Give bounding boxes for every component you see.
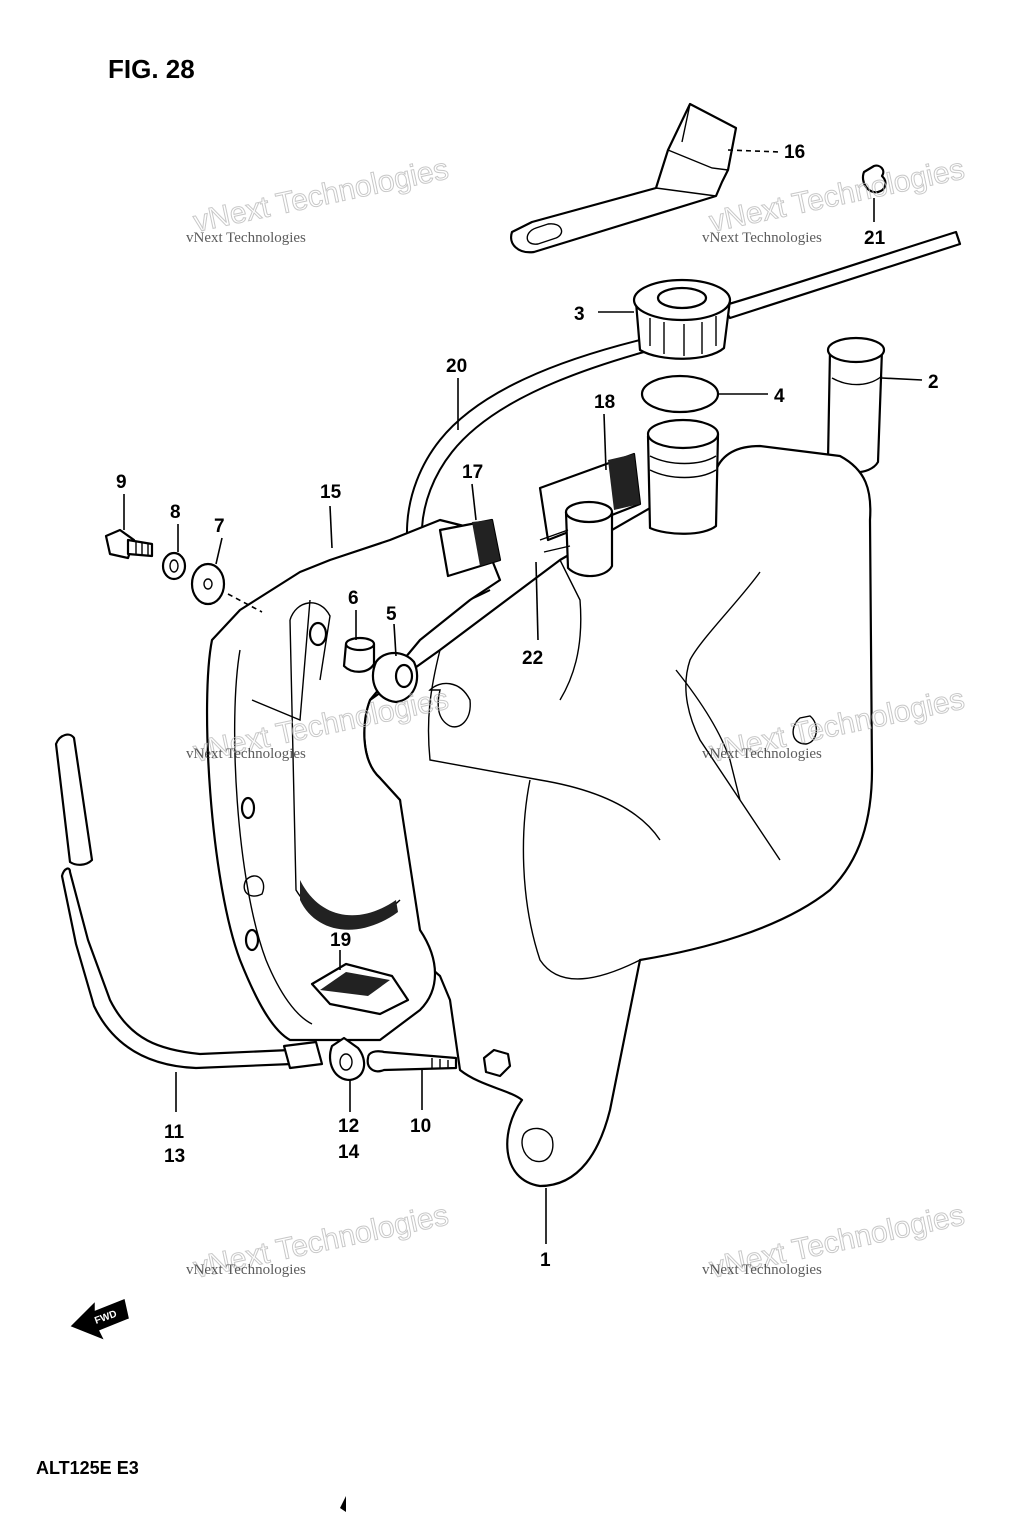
side-cover — [205, 518, 502, 1042]
cap-gasket — [640, 374, 720, 414]
callout-22: 22 — [522, 648, 543, 669]
callout-21: 21 — [864, 228, 886, 249]
forward-arrow: FWD — [70, 1298, 129, 1340]
callout-19: 19 — [330, 930, 351, 951]
callout-1: 1 — [540, 1250, 551, 1271]
callout-9: 9 — [116, 472, 127, 493]
washer-7 — [190, 562, 226, 606]
callout-12: 12 — [338, 1116, 359, 1137]
callout-2: 2 — [928, 372, 939, 393]
callout-17: 17 — [462, 462, 483, 483]
tank-strip — [538, 452, 642, 542]
watermark-small: vNext Technologies — [702, 230, 822, 246]
watermark-small: vNext Technologies — [186, 1262, 306, 1278]
callout-5: 5 — [386, 604, 397, 625]
callout-labels: 16 21 3 4 2 18 20 17 15 9 8 7 6 5 22 19 … — [116, 142, 939, 1271]
callout-3: 3 — [574, 304, 585, 325]
hose-fitting — [539, 500, 614, 578]
callout-10: 10 — [410, 1116, 431, 1137]
watermark-small: vNext Technologies — [186, 746, 306, 762]
callout-15: 15 — [320, 482, 342, 503]
cushion-pad — [310, 962, 410, 1016]
callout-11: 11 — [164, 1122, 185, 1143]
callout-7: 7 — [214, 516, 225, 537]
callout-18: 18 — [594, 392, 615, 413]
filler-pipe — [826, 336, 886, 474]
callout-4: 4 — [774, 386, 785, 407]
drain-hose — [54, 733, 324, 1070]
bolt-9 — [104, 528, 154, 560]
leader-lines — [123, 149, 923, 1244]
callout-20: 20 — [446, 356, 467, 377]
watermark-big: vNext Technologies — [707, 153, 968, 239]
model-code: ALT125E E3 — [36, 1458, 139, 1478]
clip-part — [861, 164, 887, 194]
grommet-5 — [371, 651, 419, 704]
lock-washer-8 — [161, 551, 187, 581]
watermark-small: vNext Technologies — [702, 1262, 822, 1278]
callout-16: 16 — [784, 142, 805, 163]
nut — [482, 1048, 512, 1078]
hose-clamp — [328, 1036, 366, 1082]
oil-tank — [363, 444, 874, 1188]
bolt-10 — [366, 1050, 458, 1073]
tank-strap-bracket — [510, 102, 738, 254]
callout-13: 13 — [164, 1146, 185, 1167]
figure-title: FIG. 28 — [108, 54, 195, 84]
filler-neck — [646, 418, 720, 535]
strip-17 — [438, 518, 502, 578]
watermark-small: vNext Technologies — [186, 230, 306, 246]
assembly-line-7 — [227, 593, 263, 613]
page-mark — [340, 1496, 346, 1512]
callout-6: 6 — [348, 588, 359, 609]
callout-14: 14 — [338, 1142, 360, 1163]
tank-cap — [632, 278, 732, 360]
callout-8: 8 — [170, 502, 181, 523]
watermark-big: vNext Technologies — [191, 153, 452, 239]
collar-6 — [342, 636, 376, 673]
watermark-small: vNext Technologies — [702, 746, 822, 762]
